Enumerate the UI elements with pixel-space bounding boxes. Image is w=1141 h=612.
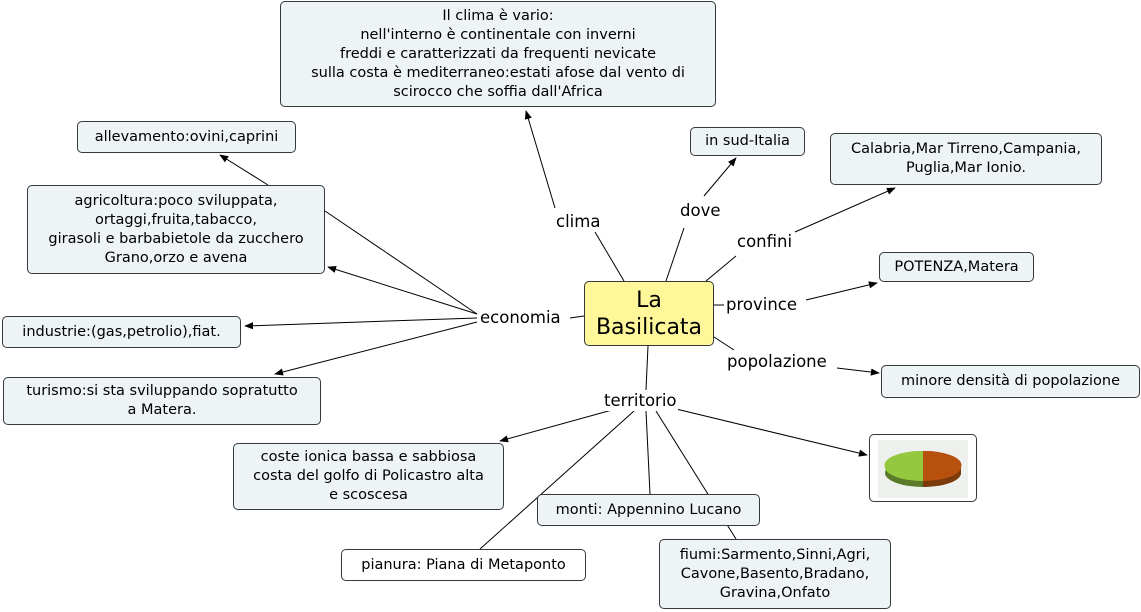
topic-clima[interactable]: Il clima è vario: nell'interno è contine…	[280, 1, 716, 107]
topic-popolazione[interactable]: minore densità di popolazione	[881, 365, 1140, 398]
line-popolazione-topic	[836, 367, 880, 376]
topic-agricoltura[interactable]: agricoltura:poco sviluppata, ortaggi,fru…	[27, 185, 325, 274]
topic-province[interactable]: POTENZA,Matera	[879, 252, 1034, 282]
topic-industrie[interactable]: industrie:(gas,petrolio),fiat.	[2, 316, 241, 348]
label-clima[interactable]: clima	[555, 212, 602, 232]
line-center-economia	[569, 315, 585, 319]
topic-confini[interactable]: Calabria,Mar Tirreno,Campania, Puglia,Ma…	[830, 133, 1102, 185]
label-province[interactable]: province	[725, 295, 799, 315]
label-dove[interactable]: dove	[679, 201, 722, 221]
line-province-topic	[805, 281, 878, 301]
line-economia-agricoltura	[324, 210, 478, 315]
topic-fiumi[interactable]: fiumi:Sarmento,Sinni,Agri, Cavone,Basent…	[659, 539, 891, 609]
line-center-confini	[705, 255, 737, 282]
line-agricoltura-allevamento	[219, 154, 269, 186]
line-territorio-pie	[671, 407, 868, 457]
line-territorio-monti	[645, 410, 651, 495]
label-popolazione[interactable]: popolazione	[726, 352, 828, 372]
line-clima-topic	[524, 110, 556, 209]
topic-monti[interactable]: monti: Appennino Lucano	[537, 494, 760, 526]
topic-coste[interactable]: coste ionica bassa e sabbiosa costa del …	[233, 443, 504, 510]
line-territorio-pianura	[479, 410, 635, 550]
line-confini-topic	[794, 187, 896, 233]
line-center-dove	[665, 227, 685, 282]
label-territorio[interactable]: territorio	[603, 391, 678, 411]
topic-dove[interactable]: in sud-Italia	[690, 127, 805, 156]
topic-turismo[interactable]: turismo:si sta sviluppando sopratutto a …	[3, 377, 321, 425]
line-economia-industrie	[244, 317, 478, 330]
topic-pianura[interactable]: pianura: Piana di Metaponto	[341, 549, 586, 581]
line-center-territorio	[645, 345, 649, 391]
topic-allevamento[interactable]: allevamento:ovini,caprini	[77, 121, 296, 153]
line-economia-turismo	[274, 321, 478, 376]
label-confini[interactable]: confini	[736, 232, 794, 252]
line-center-clima	[594, 231, 625, 282]
pie-chart-background	[878, 440, 968, 498]
label-economia[interactable]: economia	[479, 308, 562, 328]
line-dove-topic	[703, 157, 737, 197]
pie-chart-image[interactable]	[869, 434, 977, 502]
line-center-popolazione	[713, 336, 735, 351]
central-topic[interactable]: La Basilicata	[584, 281, 714, 346]
line-territorio-coste	[499, 409, 613, 443]
pie-chart-icon	[884, 450, 962, 487]
line-economia-agricoltura-arrow	[327, 266, 478, 315]
